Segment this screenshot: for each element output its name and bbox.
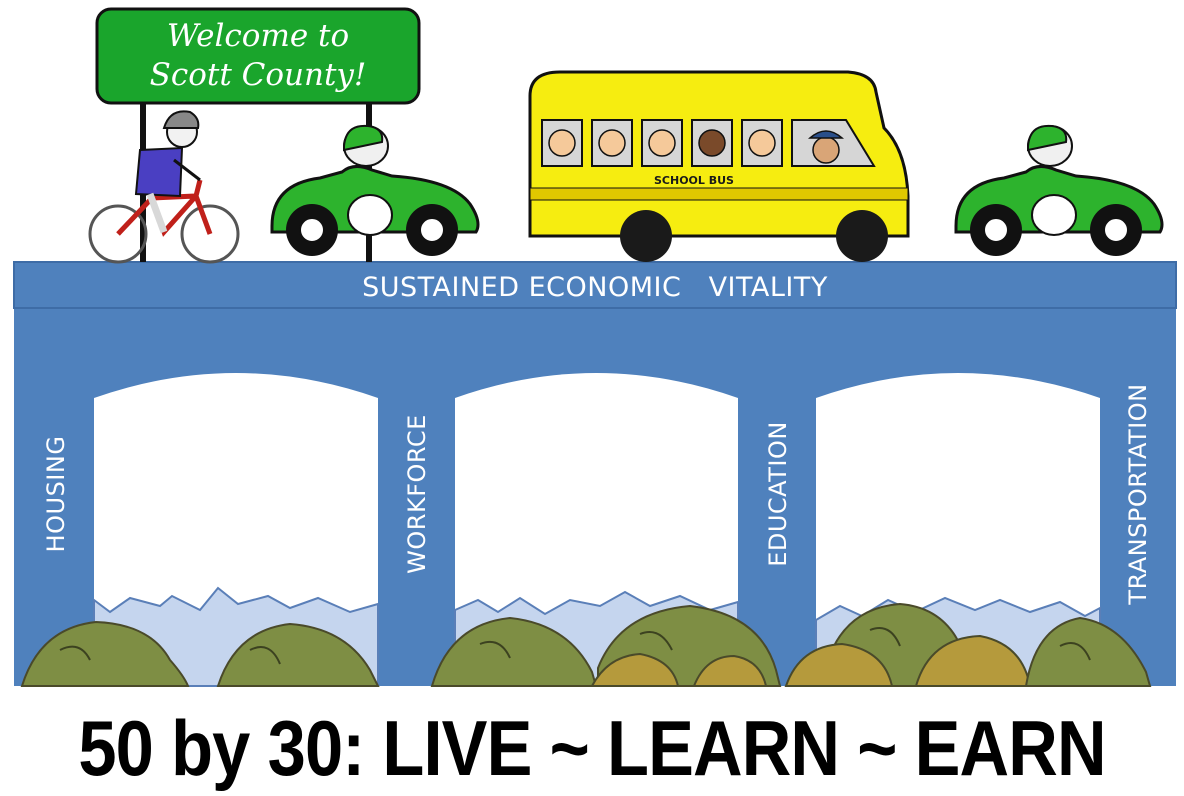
rock: [590, 652, 680, 687]
bus-stripe: [529, 187, 909, 201]
car-hubcap: [419, 217, 445, 243]
slogan-title: 50 by 30: LIVE ~ LEARN ~ EARN: [78, 704, 1106, 792]
rock: [430, 616, 598, 687]
bus-label: SCHOOL BUS: [654, 174, 734, 187]
bus-wheel: [620, 210, 672, 262]
car-number-circle: [1031, 194, 1077, 236]
car-hubcap: [299, 217, 325, 243]
bridge-illustration: SUSTAINED ECONOMIC VITALITY HOUSING WORK…: [13, 7, 1177, 687]
rock: [692, 654, 768, 687]
race-car-icon: [954, 124, 1164, 256]
welcome-sign: Welcome to Scott County!: [95, 7, 421, 262]
car-hubcap: [983, 217, 1009, 243]
pillar-label-education: EDUCATION: [764, 421, 792, 567]
cyclist-arm: [173, 158, 201, 182]
pillar-label-workforce: WORKFORCE: [403, 414, 431, 574]
bike-wheel: [88, 204, 148, 264]
rock: [216, 622, 380, 687]
rock-cracks: [59, 627, 1091, 665]
bridge-deck: [13, 261, 1177, 309]
deck-label: SUSTAINED ECONOMIC VITALITY: [362, 272, 828, 303]
sign-line-1: Welcome to: [167, 18, 349, 54]
driver-face: [812, 136, 840, 164]
rocks: [20, 602, 1152, 687]
cyclist-icon: [88, 110, 240, 264]
bus-wheel: [836, 210, 888, 262]
car-number-circle: [347, 194, 393, 236]
passenger-face: [748, 129, 776, 157]
bike-wheel: [180, 204, 240, 264]
car-hubcap: [1103, 217, 1129, 243]
driver-cap: [808, 130, 844, 139]
race-car-icon: [270, 124, 480, 256]
school-bus-icon: SCHOOL BUS: [528, 70, 910, 262]
rock: [1024, 616, 1152, 687]
passenger-face: [548, 129, 576, 157]
sign-board: [95, 7, 421, 105]
pillar-label-housing: HOUSING: [42, 436, 70, 553]
rock: [784, 642, 894, 687]
driver-helmet: [1027, 124, 1068, 152]
helmet: [162, 110, 200, 129]
bus-passengers: [548, 129, 844, 164]
pillar-label-transportation: TRANSPORTATION: [1124, 383, 1152, 605]
passenger-face: [648, 129, 676, 157]
passenger-face: [598, 129, 626, 157]
passenger-face: [698, 129, 726, 157]
sign-line-2: Scott County!: [150, 57, 367, 93]
cyclist-shirt: [134, 146, 184, 198]
rock: [914, 634, 1032, 687]
driver-helmet: [343, 124, 384, 152]
rock: [20, 620, 190, 687]
cyclist-leg: [146, 192, 168, 234]
